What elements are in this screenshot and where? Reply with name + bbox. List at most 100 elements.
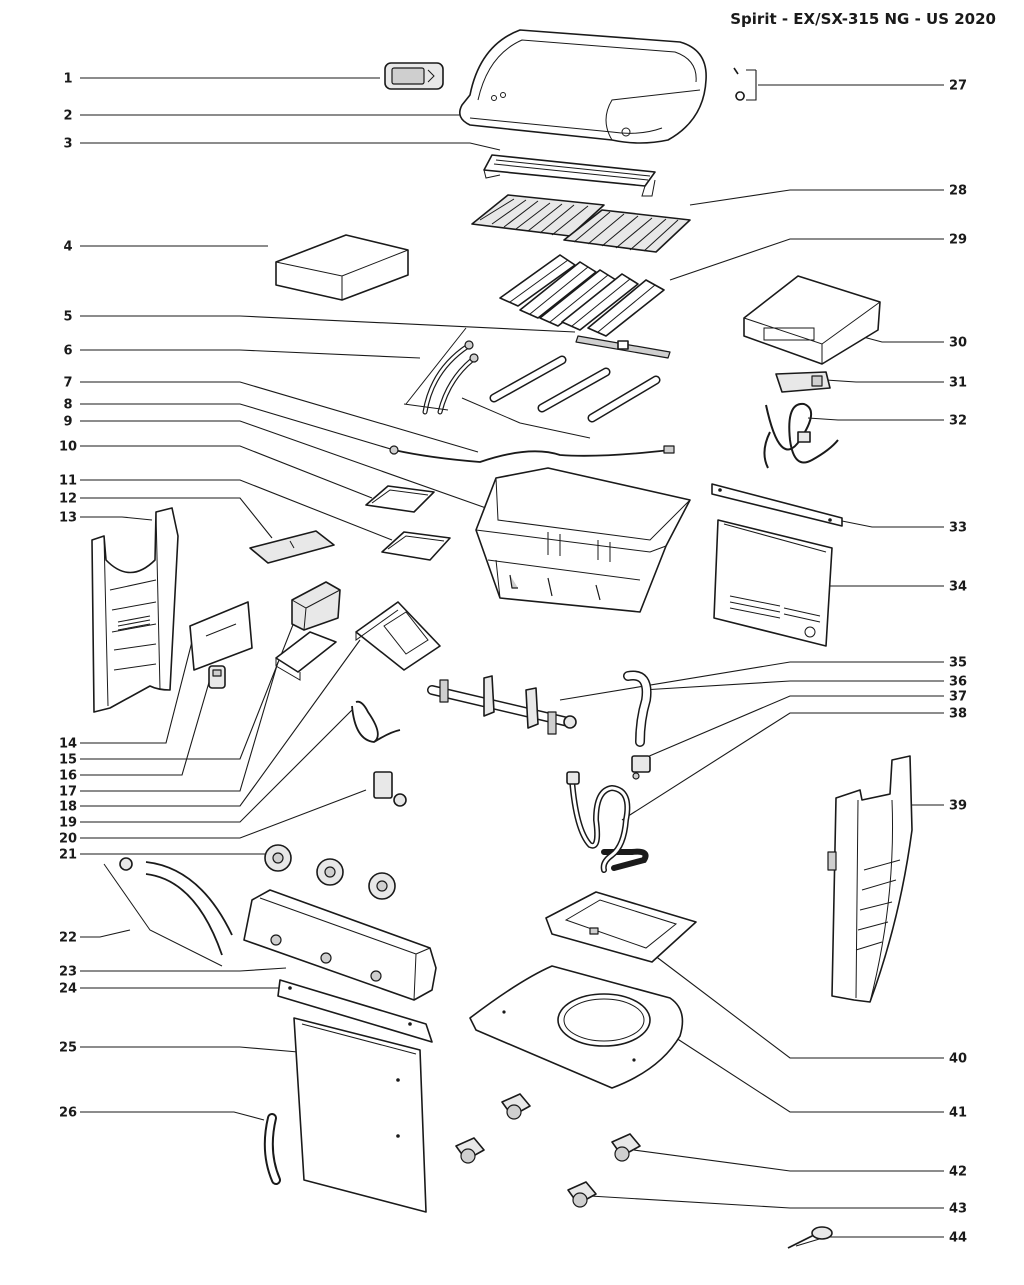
callout-41: 41 [949, 1106, 967, 1121]
leader-35 [559, 661, 944, 701]
callout-22: 22 [59, 931, 77, 946]
part-43-caster [455, 1137, 597, 1208]
leader-43 [589, 1195, 944, 1209]
part-36-hose [623, 670, 652, 747]
callout-15: 15 [59, 753, 77, 768]
part-2-lid [459, 29, 707, 144]
callout-14: 14 [59, 737, 77, 752]
leader-26 [80, 1111, 265, 1121]
leader-29 [669, 238, 944, 281]
part-24-strip [277, 979, 433, 1043]
leader-lines [80, 77, 944, 1247]
leader-7 [80, 381, 479, 453]
leader-10 [80, 445, 373, 499]
leader-8 [80, 403, 395, 451]
callout-21: 21 [59, 848, 77, 863]
leader-14 [80, 625, 197, 744]
leader-37 [639, 695, 944, 761]
leader-19 [80, 709, 353, 823]
callout-39: 39 [949, 799, 967, 814]
leader-25 [80, 1046, 299, 1053]
callout-6: 6 [63, 344, 72, 359]
callout-4: 4 [63, 240, 72, 255]
callout-10: 10 [59, 440, 77, 455]
part-27-hardware [733, 67, 757, 101]
leader-9 [80, 420, 487, 509]
part-28-cooking-grates [471, 194, 691, 253]
part-13-left-frame [91, 507, 179, 713]
callout-37: 37 [949, 690, 967, 705]
leader-5 [80, 315, 576, 333]
part-15-control-box [291, 581, 341, 631]
leader-16 [80, 671, 213, 776]
callout-18: 18 [59, 800, 77, 815]
part-31-module [775, 371, 831, 393]
callout-32: 32 [949, 414, 967, 429]
callout-20: 20 [59, 832, 77, 847]
part-22-wires [103, 857, 233, 967]
part-42-caster [501, 1093, 641, 1162]
leader-3 [80, 142, 501, 151]
callout-3: 3 [63, 137, 72, 152]
callout-16: 16 [59, 769, 77, 784]
callout-35: 35 [949, 656, 967, 671]
part-25-door [293, 1017, 427, 1213]
leader-23 [80, 967, 287, 972]
leader-28 [689, 189, 944, 206]
callout-29: 29 [949, 233, 967, 248]
leader-12 [80, 497, 273, 539]
part-7-burner-tubes [461, 355, 661, 439]
part-35-manifold [427, 675, 577, 735]
part-8-crossover-wire [389, 445, 675, 463]
callout-28: 28 [949, 184, 967, 199]
part-16-clip [208, 665, 226, 689]
callout-2: 2 [63, 109, 72, 124]
leader-20 [80, 789, 367, 839]
leader-15 [80, 611, 299, 760]
callout-26: 26 [59, 1106, 77, 1121]
part-39-right-frame [827, 755, 913, 1003]
leader-18 [80, 639, 361, 807]
part-30-side-burner-box [743, 275, 881, 365]
leader-32 [807, 417, 944, 421]
callout-7: 7 [63, 376, 72, 391]
part-33-strip [711, 483, 843, 527]
leader-22 [80, 929, 131, 938]
part-5-crossover [575, 335, 671, 359]
part-6-igniter-wires [403, 327, 479, 415]
callout-5: 5 [63, 310, 72, 325]
callout-11: 11 [59, 474, 77, 489]
callout-38: 38 [949, 707, 967, 722]
part-38-gas-hose [566, 771, 649, 873]
callout-24: 24 [59, 982, 77, 997]
part-19-wire [351, 700, 401, 743]
callout-9: 9 [63, 415, 72, 430]
part-23-control-panel [243, 889, 437, 1001]
leader-17 [80, 661, 279, 792]
callout-8: 8 [63, 398, 72, 413]
leader-42 [633, 1149, 944, 1172]
callout-30: 30 [949, 336, 967, 351]
part-4-box [275, 234, 409, 301]
callout-17: 17 [59, 785, 77, 800]
part-20-igniter [373, 771, 407, 807]
callout-33: 33 [949, 521, 967, 536]
leader-38 [621, 712, 944, 821]
part-37-regulator [631, 755, 651, 780]
callout-42: 42 [949, 1165, 967, 1180]
callout-19: 19 [59, 816, 77, 831]
callout-12: 12 [59, 492, 77, 507]
part-14-bracket [189, 601, 253, 671]
callout-43: 43 [949, 1202, 967, 1217]
part-44-tool [787, 1226, 833, 1249]
callout-numbers: 1234567891011121314151617181920212223242… [59, 72, 967, 1246]
part-34-rear-panel [713, 519, 833, 647]
callout-31: 31 [949, 376, 967, 391]
part-10-drip-tray [365, 485, 435, 513]
callout-44: 44 [949, 1231, 967, 1246]
callout-1: 1 [63, 72, 72, 87]
diagram-title: Spirit - EX/SX-315 NG - US 2020 [730, 10, 996, 28]
leader-13 [80, 516, 153, 521]
